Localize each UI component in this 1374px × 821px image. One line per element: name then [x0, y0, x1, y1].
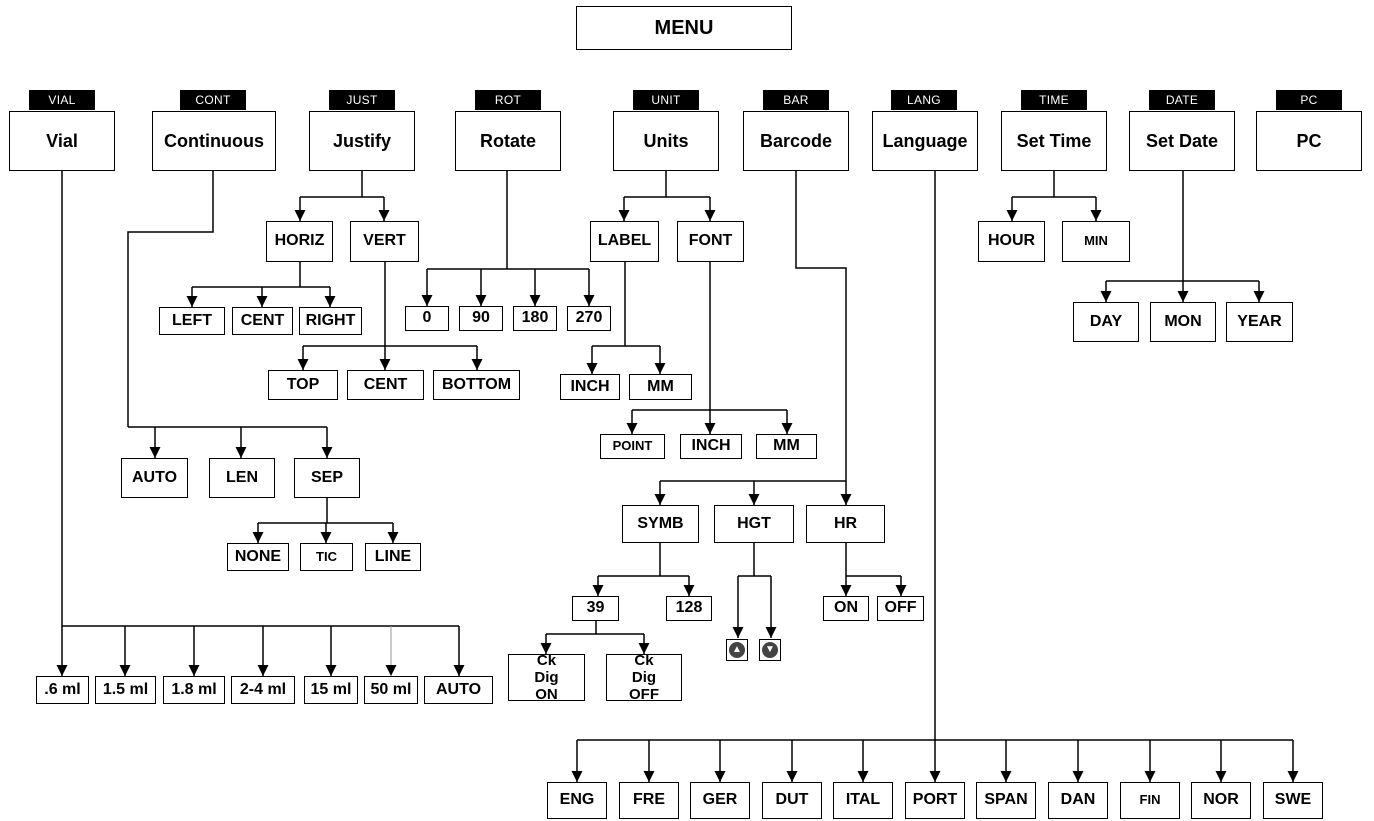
menu-set-date[interactable]: Set Date: [1129, 111, 1235, 171]
menu-vial[interactable]: Vial: [9, 111, 115, 171]
vial-15ml[interactable]: 15 ml: [304, 676, 358, 704]
barcode-hgt[interactable]: HGT: [714, 505, 794, 543]
date-year[interactable]: YEAR: [1226, 302, 1293, 342]
tag-lang: LANG: [891, 90, 957, 110]
tag-pc: PC: [1276, 90, 1342, 110]
rotate-0[interactable]: 0: [405, 306, 449, 331]
barcode-hr[interactable]: HR: [806, 505, 885, 543]
menu-continuous[interactable]: Continuous: [152, 111, 276, 171]
ck-dig-on[interactable]: Ck Dig ON: [508, 652, 585, 703]
cont-sep[interactable]: SEP: [294, 458, 360, 498]
justify-vert[interactable]: VERT: [350, 221, 419, 262]
menu-title: MENU: [576, 6, 792, 50]
hgt-down-button[interactable]: ▼: [759, 639, 781, 661]
rotate-270[interactable]: 270: [567, 306, 611, 331]
vial-50ml[interactable]: 50 ml: [364, 676, 418, 704]
lang-dut[interactable]: DUT: [762, 782, 822, 819]
vert-top[interactable]: TOP: [268, 370, 338, 400]
menu-justify[interactable]: Justify: [309, 111, 415, 171]
menu-rotate[interactable]: Rotate: [455, 111, 561, 171]
vert-bottom[interactable]: BOTTOM: [433, 370, 520, 400]
sep-line[interactable]: LINE: [365, 543, 421, 571]
units-font[interactable]: FONT: [677, 221, 744, 262]
tag-bar: BAR: [763, 90, 829, 110]
tag-date: DATE: [1149, 90, 1215, 110]
sep-none[interactable]: NONE: [227, 543, 289, 571]
lang-fre[interactable]: FRE: [619, 782, 679, 819]
vert-cent[interactable]: CENT: [347, 370, 424, 400]
lang-ital[interactable]: ITAL: [833, 782, 893, 819]
time-hour[interactable]: HOUR: [978, 221, 1045, 262]
vial-1-5ml[interactable]: 1.5 ml: [95, 676, 156, 704]
rotate-180[interactable]: 180: [513, 306, 557, 331]
tag-rot: ROT: [475, 90, 541, 110]
menu-set-time[interactable]: Set Time: [1001, 111, 1107, 171]
horiz-right[interactable]: RIGHT: [299, 307, 362, 335]
menu-units[interactable]: Units: [613, 111, 719, 171]
vial-auto[interactable]: AUTO: [424, 676, 493, 704]
hr-on[interactable]: ON: [823, 596, 869, 621]
hgt-up-button[interactable]: ▲: [726, 639, 748, 661]
font-inch[interactable]: INCH: [680, 434, 742, 459]
tag-cont: CONT: [180, 90, 246, 110]
lang-eng[interactable]: ENG: [547, 782, 607, 819]
lang-ger[interactable]: GER: [690, 782, 750, 819]
cont-auto[interactable]: AUTO: [121, 458, 188, 498]
vial-0-6ml[interactable]: .6 ml: [36, 676, 89, 704]
vial-1-8ml[interactable]: 1.8 ml: [163, 676, 225, 704]
cont-len[interactable]: LEN: [209, 458, 275, 498]
lang-span[interactable]: SPAN: [976, 782, 1036, 819]
horiz-cent[interactable]: CENT: [232, 307, 293, 335]
sep-tic[interactable]: TIC: [300, 543, 353, 571]
symb-128[interactable]: 128: [666, 596, 712, 621]
lang-fin[interactable]: FIN: [1120, 782, 1180, 819]
lang-nor[interactable]: NOR: [1191, 782, 1251, 819]
tag-just: JUST: [329, 90, 395, 110]
menu-pc[interactable]: PC: [1256, 111, 1362, 171]
font-mm[interactable]: MM: [756, 434, 817, 459]
down-arrow-icon: ▼: [762, 642, 778, 658]
menu-language[interactable]: Language: [872, 111, 978, 171]
date-day[interactable]: DAY: [1073, 302, 1139, 342]
ck-dig-off[interactable]: Ck Dig OFF: [606, 652, 682, 703]
rotate-90[interactable]: 90: [459, 306, 503, 331]
horiz-left[interactable]: LEFT: [159, 307, 225, 335]
justify-horiz[interactable]: HORIZ: [266, 221, 333, 262]
date-mon[interactable]: MON: [1150, 302, 1216, 342]
up-arrow-icon: ▲: [729, 642, 745, 658]
vial-2-4ml[interactable]: 2-4 ml: [231, 676, 295, 704]
label-inch[interactable]: INCH: [560, 374, 620, 400]
tag-unit: UNIT: [633, 90, 699, 110]
lang-swe[interactable]: SWE: [1263, 782, 1323, 819]
lang-port[interactable]: PORT: [905, 782, 965, 819]
lang-dan[interactable]: DAN: [1048, 782, 1108, 819]
time-min[interactable]: MIN: [1062, 221, 1130, 262]
label-mm[interactable]: MM: [629, 374, 692, 400]
font-point[interactable]: POINT: [600, 434, 665, 459]
barcode-symb[interactable]: SYMB: [622, 505, 699, 543]
hr-off[interactable]: OFF: [877, 596, 924, 621]
menu-barcode[interactable]: Barcode: [743, 111, 849, 171]
tag-vial: VIAL: [29, 90, 95, 110]
units-label[interactable]: LABEL: [590, 221, 659, 262]
symb-39[interactable]: 39: [572, 596, 619, 621]
tag-time: TIME: [1021, 90, 1087, 110]
